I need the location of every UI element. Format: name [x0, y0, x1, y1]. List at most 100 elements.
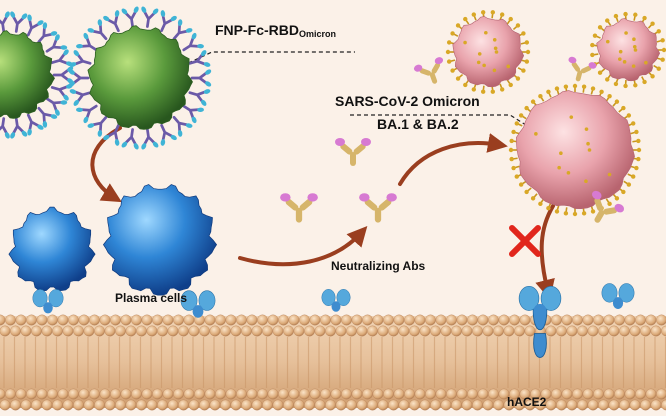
fc-rbd-ligand [141, 128, 159, 150]
spike-protein [490, 89, 496, 94]
lipid-head [99, 388, 111, 400]
lipid-head [656, 314, 666, 326]
virus-label-line2: BA.1 & BA.2 [377, 116, 459, 132]
fc-rbd-ligand [45, 34, 68, 53]
spike-protein [623, 83, 628, 89]
spike-protein [546, 206, 551, 211]
surface-spike [482, 63, 486, 68]
lipid-head [304, 399, 315, 411]
spike-protein [538, 201, 543, 207]
lipid-head [94, 399, 105, 411]
spike-protein [509, 156, 514, 162]
lipid-head [52, 325, 63, 337]
omicron-virus-large [508, 83, 642, 217]
lipid-head [131, 314, 142, 326]
lipid-head [157, 325, 168, 337]
lipid-head [440, 399, 452, 411]
free-antibody [413, 57, 444, 84]
spike-protein [590, 209, 596, 214]
lipid-head [47, 314, 58, 326]
blocked-binding-x-icon [509, 225, 541, 257]
spike-protein [592, 33, 598, 38]
surface-spike [534, 132, 538, 136]
spike-protein [597, 70, 603, 75]
lipid-head [89, 314, 100, 326]
lipid-head [120, 388, 132, 400]
virus-envelope [596, 18, 661, 82]
surface-spike [587, 148, 592, 152]
lipid-head [246, 388, 258, 400]
bound-antibody [591, 190, 625, 223]
nanoparticle-core [87, 25, 193, 130]
spike-protein [607, 93, 612, 99]
lipid-head [598, 399, 609, 411]
lipid-head [551, 314, 562, 326]
surface-spike [476, 60, 481, 65]
spike-protein [499, 12, 505, 17]
fc-rbd-ligand [10, 11, 28, 33]
surface-spike [607, 172, 612, 177]
spike-protein [511, 165, 516, 171]
fc-rbd-ligand [37, 22, 58, 44]
lipid-head [267, 314, 279, 326]
spike-protein [471, 12, 477, 17]
spike-protein [524, 105, 529, 111]
spike-protein [521, 68, 526, 73]
lipid-head [435, 388, 447, 400]
lipid-head [41, 325, 53, 337]
lipid-head [152, 388, 163, 400]
virus-label-line1: SARS-CoV-2 Omicron [335, 93, 480, 109]
surface-spike [493, 46, 498, 51]
fc-rbd-ligand [76, 104, 98, 124]
lipid-head [566, 325, 578, 337]
lipid-head [409, 399, 420, 411]
fnp-fc-rbd-nanoparticle [68, 6, 212, 150]
lipid-head [383, 388, 394, 400]
lipid-head [178, 399, 189, 411]
lipid-head [556, 399, 567, 411]
lipid-head [141, 388, 153, 400]
lipid-head [624, 388, 636, 400]
lipid-head [393, 314, 405, 326]
spike-protein [590, 52, 595, 58]
lipid-head [608, 399, 620, 411]
fc-rbd-ligand [0, 11, 10, 33]
fc-rbd-ligand [172, 19, 193, 41]
lipid-head [577, 399, 588, 411]
lipid-head [367, 399, 378, 411]
fc-rbd-ligand [0, 117, 10, 139]
lipid-head [15, 314, 27, 326]
lipid-head [230, 399, 242, 411]
spike-protein [623, 11, 628, 17]
neutralizing-abs-label: Neutralizing Abs [331, 259, 426, 273]
lipid-head [587, 325, 599, 337]
lipid-head [593, 314, 604, 326]
spike-protein [636, 156, 641, 162]
lipid-head [36, 388, 48, 400]
lipid-head [519, 314, 531, 326]
fnp-label-subscript: Omicron [299, 29, 337, 39]
surface-spike [586, 141, 590, 146]
lipid-head [299, 314, 310, 326]
lipid-head [104, 399, 116, 411]
lipid-head [582, 388, 594, 400]
spike-protein [508, 16, 513, 22]
lipid-head [62, 325, 74, 337]
lipid-head [383, 314, 394, 326]
spike-protein [634, 165, 639, 171]
particles-layer [0, 6, 666, 296]
lipid-head [278, 314, 289, 326]
lipid-head [68, 388, 79, 400]
fc-rbd-ligand [182, 104, 204, 124]
lipid-head [267, 388, 279, 400]
nanoparticle-partial [0, 11, 74, 139]
fc-rbd-ligand [103, 123, 120, 146]
lipid-head [99, 314, 111, 326]
lipid-head [283, 325, 294, 337]
lipid-head [146, 399, 158, 411]
lipid-head [0, 325, 11, 337]
lipid-head [162, 388, 174, 400]
lipid-head [456, 314, 468, 326]
lipid-head [404, 388, 415, 400]
lipid-head [440, 325, 452, 337]
